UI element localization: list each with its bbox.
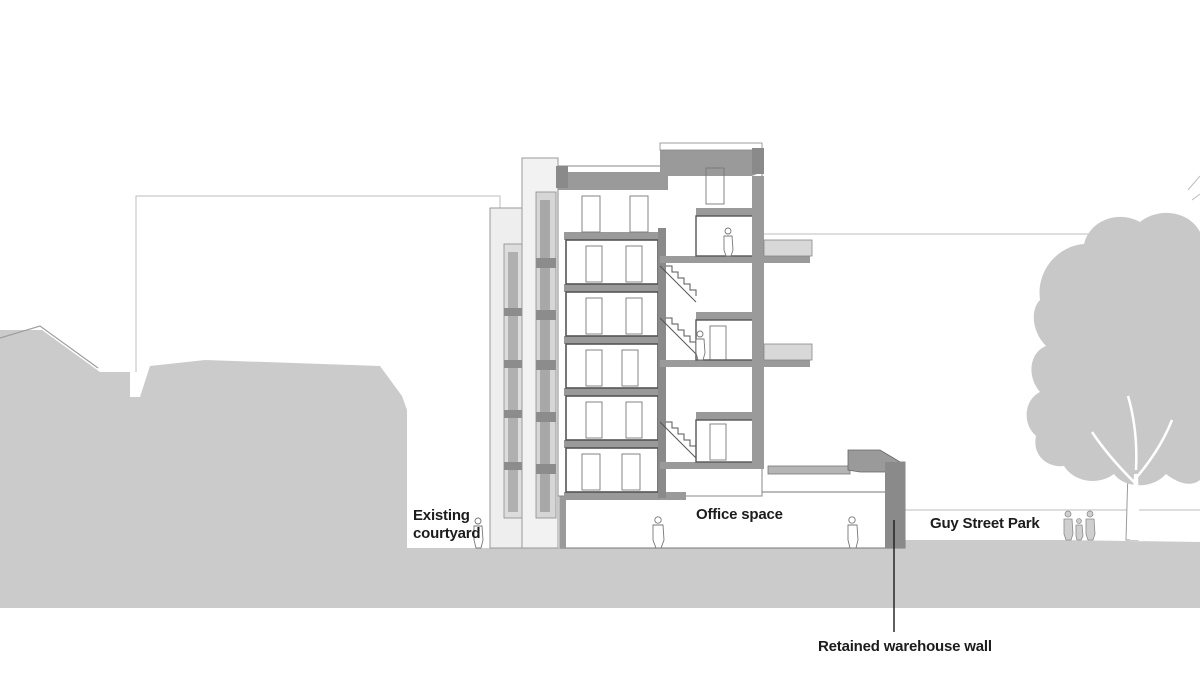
office-volume (559, 449, 906, 549)
person-office-1 (652, 516, 665, 549)
people-silhouettes (473, 227, 859, 549)
office-space-label: Office space (696, 506, 783, 523)
ground (0, 540, 1200, 608)
person-office-2 (847, 516, 859, 549)
person-courtyard (473, 517, 484, 549)
existing-building-left (0, 330, 407, 548)
retained-warehouse-wall-label: Retained warehouse wall (818, 638, 992, 655)
guy-street-park-label: Guy Street Park (930, 515, 1040, 532)
left-roof-edge (0, 325, 99, 369)
section-structure (556, 142, 813, 500)
park-people (1063, 510, 1096, 541)
existing-courtyard-label-line1: Existing (413, 507, 470, 524)
person-upper-2 (695, 330, 706, 361)
existing-courtyard-label: Existing courtyard (413, 507, 481, 543)
person-upper-1 (723, 227, 734, 257)
rear-facade (489, 157, 559, 549)
existing-courtyard-label-line2: courtyard (413, 525, 481, 542)
park-tree (1026, 175, 1200, 541)
